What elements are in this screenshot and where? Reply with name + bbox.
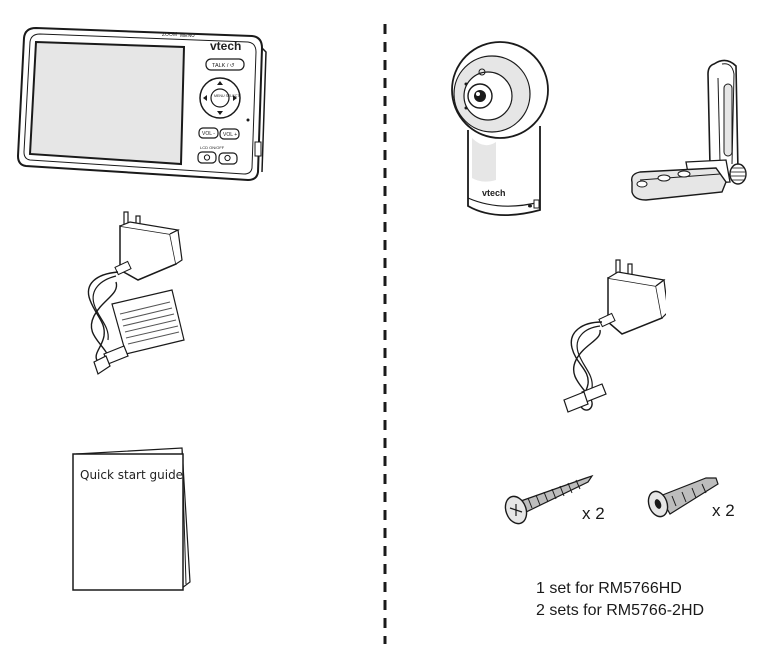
quick-start-guide-title: Quick start guide: [80, 468, 184, 482]
screw-illustration: [504, 474, 594, 525]
wall-mount-bracket-illustration: [630, 59, 747, 201]
camera-brand-logo: vtech: [482, 188, 506, 198]
talk-button[interactable]: TALK / ↺: [205, 58, 245, 71]
magnifier-icon: [224, 154, 231, 162]
set-note-single: 1 set for RM5766HD: [536, 580, 682, 597]
phillips-head-icon: [509, 504, 523, 516]
direction-pad[interactable]: MENU SELECT: [199, 77, 241, 119]
volume-down-label: VOL -: [202, 131, 215, 137]
volume-up-button[interactable]: VOL +: [219, 128, 240, 140]
zoom-label: ZOOM: [162, 32, 177, 38]
power-icon: [203, 154, 211, 161]
quick-start-guide-booklet: [72, 447, 191, 591]
volume-up-label: VOL +: [223, 132, 237, 138]
parent-monitor-illustration: ZOOM MENU vtech TALK / ↺ MENU SELECT VOL…: [16, 26, 267, 182]
volume-down-button[interactable]: VOL -: [198, 127, 219, 139]
set-note-double: 2 sets for RM5766-2HD: [536, 602, 705, 619]
camera-power-adapter-illustration: [563, 259, 666, 413]
monitor-brand-logo: vtech: [210, 39, 241, 53]
screw-quantity: x 2: [582, 504, 605, 523]
left-arrow-icon: [203, 95, 207, 101]
menu-top-label: MENU: [180, 33, 195, 39]
wall-anchor-illustration: [647, 477, 719, 518]
right-arrow-icon: [233, 95, 237, 101]
monitor-power-adapter-illustration: [87, 211, 185, 375]
down-arrow-icon: [217, 111, 223, 115]
menu-select-label: MENU SELECT: [214, 94, 240, 98]
zoom-button[interactable]: [218, 152, 238, 165]
anchor-quantity: x 2: [712, 501, 735, 520]
power-button[interactable]: [197, 151, 217, 164]
talk-label: TALK / ↺: [212, 62, 235, 69]
baby-camera-illustration: vtech: [451, 41, 549, 217]
dashed-divider: [383, 24, 387, 644]
up-arrow-icon: [217, 81, 223, 85]
lcd-label: LCD ON/OFF: [200, 145, 225, 150]
